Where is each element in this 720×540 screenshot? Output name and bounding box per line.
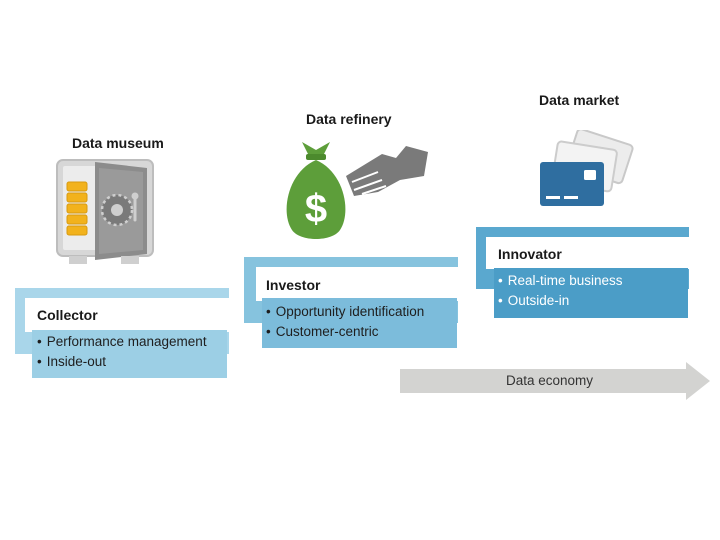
- money-bag-handshake-icon: $: [286, 142, 428, 239]
- investor-points: Opportunity identification Customer-cent…: [266, 302, 425, 342]
- safe-icon: [56, 159, 154, 264]
- innovator-points: Real-time business Outside-in: [498, 271, 623, 311]
- collector-points: Performance management Inside-out: [37, 332, 207, 372]
- step-frame-inner: [486, 237, 689, 269]
- step-frame-inner: [256, 267, 458, 301]
- role-innovator: Innovator: [498, 246, 562, 262]
- stage-title-data-refinery: Data refinery: [306, 111, 392, 127]
- list-item: Customer-centric: [266, 322, 424, 342]
- stage-title-data-market: Data market: [539, 92, 620, 108]
- list-item: Outside-in: [498, 291, 623, 311]
- arrow-label: Data economy: [506, 373, 594, 388]
- list-item: Performance management: [37, 332, 207, 352]
- stage-title-data-museum: Data museum: [72, 135, 164, 151]
- credit-cards-icon: [540, 130, 634, 206]
- svg-text:$: $: [305, 187, 327, 231]
- role-investor: Investor: [266, 277, 321, 293]
- step-frame-inner: [25, 298, 229, 332]
- data-economy-arrow: [400, 362, 710, 400]
- list-item: Opportunity identification: [266, 302, 425, 322]
- list-item: Inside-out: [37, 352, 207, 372]
- list-item: Real-time business: [498, 271, 623, 291]
- role-collector: Collector: [37, 307, 98, 323]
